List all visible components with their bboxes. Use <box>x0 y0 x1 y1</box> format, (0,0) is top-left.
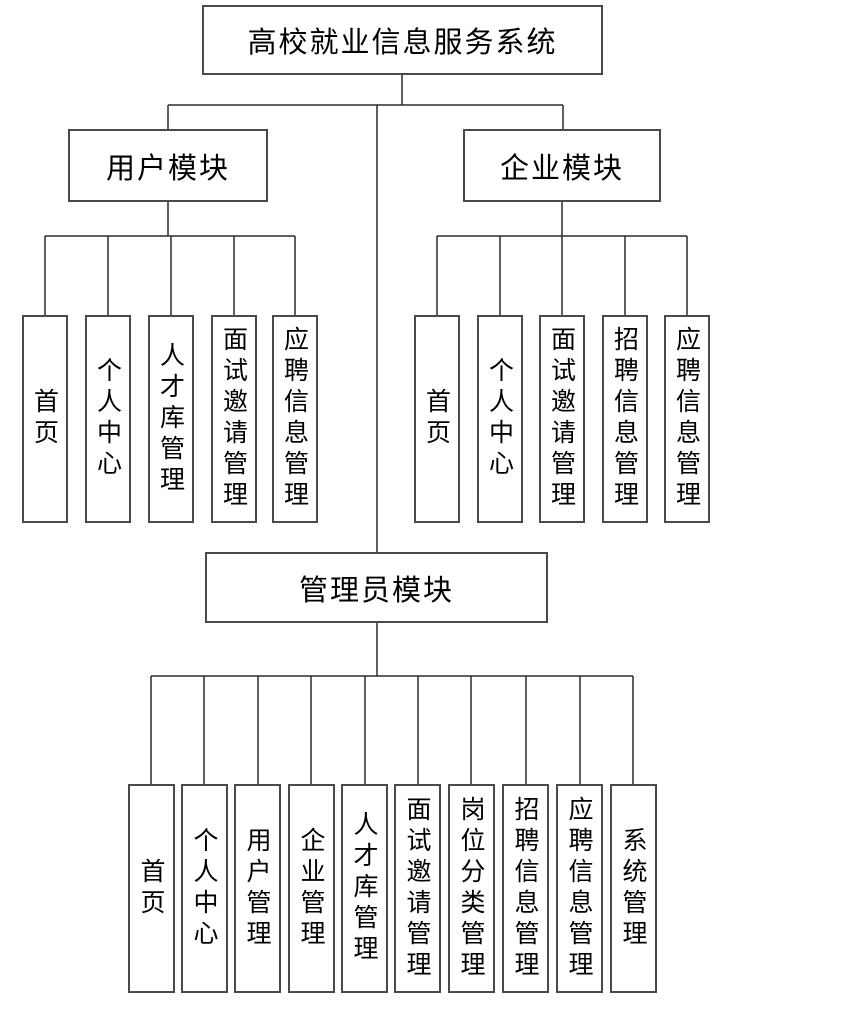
node-user-application-info-mgmt: 应聘信息管理 <box>272 315 318 523</box>
node-admin-module: 管理员模块 <box>205 552 548 623</box>
node-user-personal-center: 个人中心 <box>85 315 131 523</box>
node-ent-recruit-info-mgmt: 招聘信息管理 <box>602 315 648 523</box>
node-ent-interview-invite-mgmt-label: 面试邀请管理 <box>547 326 577 512</box>
node-admin-personal-center: 个人中心 <box>181 784 228 993</box>
node-admin-talent-pool-mgmt: 人才库管理 <box>341 784 388 993</box>
connector-enterprise-module-children <box>436 202 688 315</box>
node-user-home: 首页 <box>22 315 68 523</box>
node-admin-interview-invite-mgmt: 面试邀请管理 <box>394 784 441 993</box>
node-ent-home-label: 首页 <box>422 388 452 450</box>
node-admin-user-mgmt-label: 用户管理 <box>243 826 272 951</box>
node-enterprise-module-label: 企业模块 <box>499 150 624 185</box>
node-admin-home-label: 首页 <box>137 857 166 920</box>
node-admin-recruit-info-mgmt-label: 招聘信息管理 <box>511 795 540 982</box>
node-admin-home: 首页 <box>128 784 175 993</box>
node-admin-module-label: 管理员模块 <box>298 572 454 607</box>
node-admin-application-info-mgmt-label: 应聘信息管理 <box>565 795 594 982</box>
node-ent-application-info-mgmt-label: 应聘信息管理 <box>672 326 702 512</box>
node-user-interview-invite-mgmt-label: 面试邀请管理 <box>219 326 249 512</box>
node-user-home-label: 首页 <box>30 388 60 450</box>
node-admin-personal-center-label: 个人中心 <box>190 826 219 951</box>
node-user-interview-invite-mgmt: 面试邀请管理 <box>211 315 257 523</box>
node-admin-job-category-mgmt-label: 岗位分类管理 <box>457 795 486 982</box>
node-ent-home: 首页 <box>414 315 460 523</box>
node-ent-interview-invite-mgmt: 面试邀请管理 <box>539 315 585 523</box>
node-admin-application-info-mgmt: 应聘信息管理 <box>556 784 603 993</box>
node-user-talent-pool-mgmt-label: 人才库管理 <box>156 341 186 497</box>
node-admin-talent-pool-mgmt-label: 人才库管理 <box>350 811 379 966</box>
node-ent-personal-center-label: 个人中心 <box>485 357 515 481</box>
node-admin-recruit-info-mgmt: 招聘信息管理 <box>502 784 549 993</box>
node-root-label: 高校就业信息服务系统 <box>247 25 558 59</box>
node-ent-application-info-mgmt: 应聘信息管理 <box>664 315 710 523</box>
connector-user-module-children <box>44 202 296 315</box>
node-ent-personal-center: 个人中心 <box>477 315 523 523</box>
node-user-application-info-mgmt-label: 应聘信息管理 <box>280 326 310 512</box>
node-enterprise-module: 企业模块 <box>463 129 661 202</box>
connector-root-to-modules <box>167 75 564 552</box>
node-admin-enterprise-mgmt: 企业管理 <box>288 784 335 993</box>
node-user-talent-pool-mgmt: 人才库管理 <box>148 315 194 523</box>
node-admin-user-mgmt: 用户管理 <box>234 784 281 993</box>
node-admin-system-mgmt: 系统管理 <box>610 784 657 993</box>
node-admin-system-mgmt-label: 系统管理 <box>619 826 648 951</box>
node-admin-interview-invite-mgmt-label: 面试邀请管理 <box>403 795 432 982</box>
node-user-module: 用户模块 <box>68 129 268 202</box>
node-user-personal-center-label: 个人中心 <box>93 357 123 481</box>
node-ent-recruit-info-mgmt-label: 招聘信息管理 <box>610 326 640 512</box>
node-root: 高校就业信息服务系统 <box>202 5 603 75</box>
node-admin-job-category-mgmt: 岗位分类管理 <box>448 784 495 993</box>
node-user-module-label: 用户模块 <box>105 150 230 185</box>
node-admin-enterprise-mgmt-label: 企业管理 <box>297 826 326 951</box>
connector-admin-module-children <box>150 623 634 784</box>
